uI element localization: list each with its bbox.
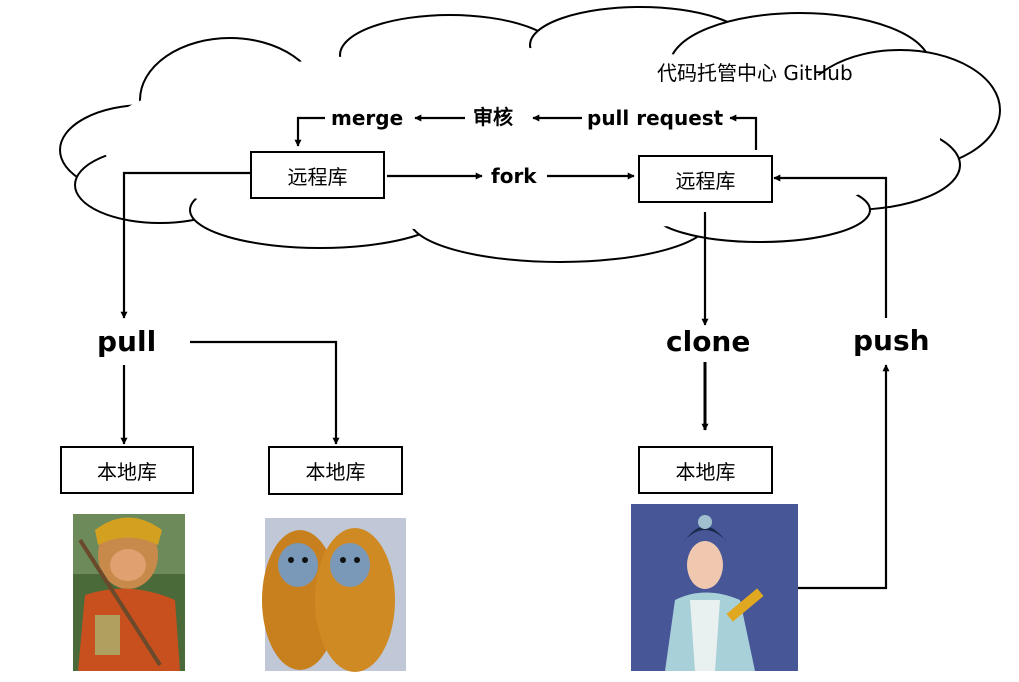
arrow-merge-down [294,116,325,147]
pull-request-label: pull request [587,106,724,130]
arrow-remote-to-pull [120,171,250,319]
arrow-pull-to-local2 [190,340,340,445]
local-repo-1: 本地库 [60,446,194,494]
remote-repo-fork: 远程库 [638,155,773,203]
local-repo-3: 本地库 [638,446,773,494]
pull-label: pull [97,325,157,358]
remote-repo-upstream: 远程库 [250,151,385,199]
cloud-arrows [294,114,758,180]
photo-golden-monkeys [262,518,406,672]
cloud-title: 代码托管中心 GitHub [657,61,853,85]
flow-arrows [120,171,890,590]
fork-label: fork [491,164,537,188]
photo-monkey-king [73,514,185,671]
arrow-push-to-remote [773,174,888,318]
clone-label: clone [666,325,751,358]
merge-label: merge [331,106,404,130]
arrow-pullrequest-up [729,114,758,150]
photo-opera-actress [631,504,798,671]
review-label: 审核 [473,105,513,129]
push-label: push [853,324,930,357]
local-repo-2: 本地库 [268,446,403,495]
arrow-photo-to-push [798,364,890,590]
